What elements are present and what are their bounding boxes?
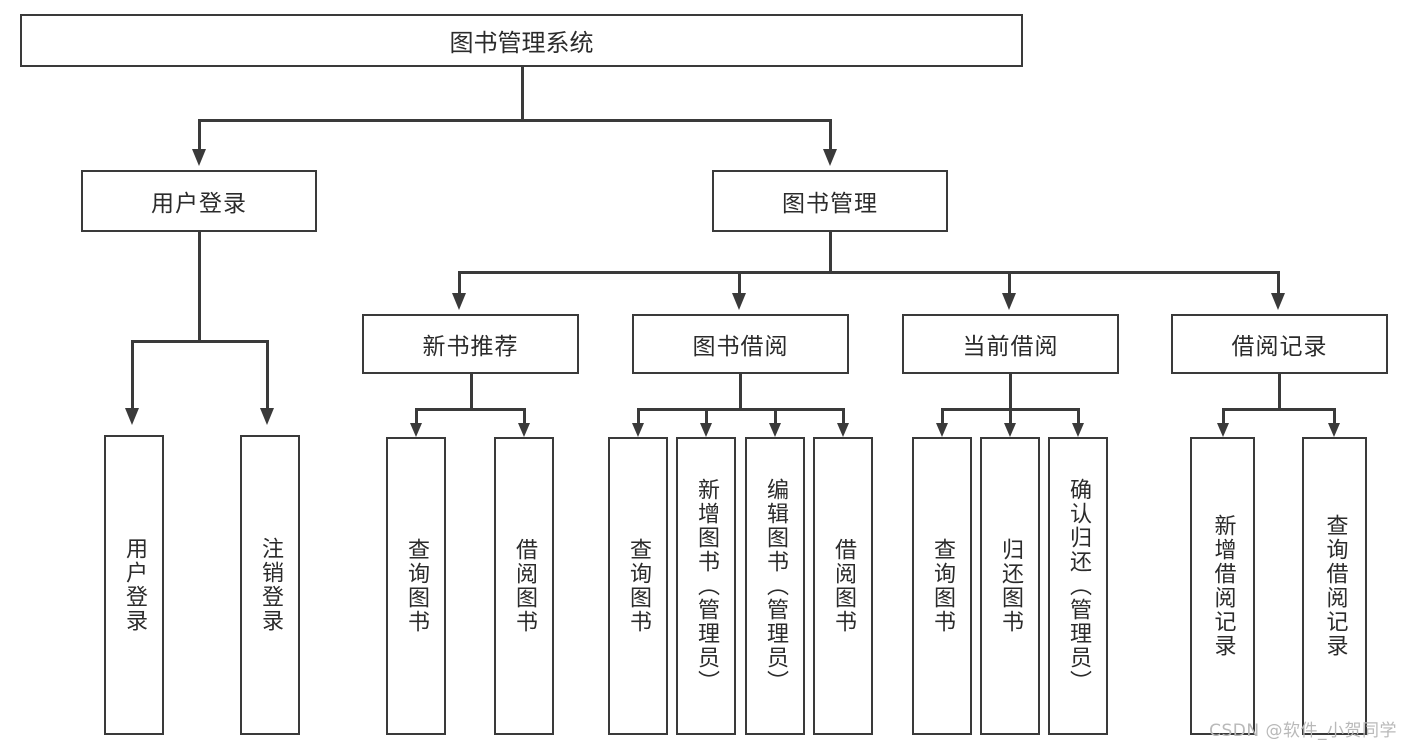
- watermark-text: CSDN @软件_小贺同学: [1209, 721, 1397, 741]
- node-root-system[interactable]: 图书管理系统: [20, 14, 1023, 67]
- leaf-user-logout[interactable]: 注销登录: [240, 435, 300, 735]
- leaf-label: 归还图书: [997, 538, 1023, 634]
- leaf-label: 注销登录: [257, 537, 283, 633]
- arrow-to-new-book-recommend: [452, 293, 466, 310]
- node-book-borrow[interactable]: 图书借阅: [632, 314, 849, 374]
- leaf-label: 查询图书: [625, 538, 651, 634]
- leaf-label: 新增借阅记录: [1210, 514, 1236, 658]
- arrow-to-bb-leaf-1: [632, 423, 644, 437]
- leaf-label: 借阅图书: [830, 538, 856, 634]
- arrow-to-br-leaf-2: [1328, 423, 1340, 437]
- connector-root-drop-left: [198, 119, 201, 149]
- node-label: 用户登录: [151, 191, 247, 217]
- arrow-to-current-borrow: [1002, 293, 1016, 310]
- connector-bm-drop-3: [1008, 271, 1011, 293]
- arrow-to-cb-leaf-1: [936, 423, 948, 437]
- connector-bm-drop-1: [458, 271, 461, 293]
- connector-bb-stem: [739, 374, 742, 410]
- leaf-label: 确认归还（管理员）: [1065, 478, 1091, 694]
- connector-bb-drop-3: [774, 408, 777, 426]
- arrow-to-cb-leaf-2: [1004, 423, 1016, 437]
- node-borrow-record[interactable]: 借阅记录: [1171, 314, 1388, 374]
- connector-book-management-bus: [458, 271, 1280, 274]
- connector-nbr-stem: [470, 374, 473, 410]
- arrow-to-nbr-leaf-2: [518, 423, 530, 437]
- node-new-book-recommend[interactable]: 新书推荐: [362, 314, 579, 374]
- connector-bb-drop-2: [705, 408, 708, 426]
- leaf-user-login[interactable]: 用户登录: [104, 435, 164, 735]
- leaf-bb-query-book[interactable]: 查询图书: [608, 437, 668, 735]
- leaf-nbr-query-book[interactable]: 查询图书: [386, 437, 446, 735]
- connector-nbr-drop-1: [415, 408, 418, 426]
- node-label: 新书推荐: [422, 334, 519, 360]
- node-label: 图书管理系统: [449, 29, 594, 57]
- connector-root-drop-right: [829, 119, 832, 149]
- connector-br-drop-1: [1222, 408, 1225, 426]
- connector-user-login-drop-2: [266, 340, 269, 408]
- node-user-login[interactable]: 用户登录: [81, 170, 317, 232]
- arrow-to-br-leaf-1: [1217, 423, 1229, 437]
- connector-user-login-drop-1: [131, 340, 134, 408]
- leaf-label: 借阅图书: [511, 538, 537, 634]
- leaf-nbr-borrow-book[interactable]: 借阅图书: [494, 437, 554, 735]
- leaf-bb-borrow-book[interactable]: 借阅图书: [813, 437, 873, 735]
- connector-cb-drop-3: [1077, 408, 1080, 426]
- connector-root-stem: [521, 67, 524, 121]
- arrow-to-book-borrow: [732, 293, 746, 310]
- node-label: 借阅记录: [1231, 334, 1328, 360]
- leaf-label: 查询借阅记录: [1322, 514, 1348, 658]
- node-book-management[interactable]: 图书管理: [712, 170, 948, 232]
- node-current-borrow[interactable]: 当前借阅: [902, 314, 1119, 374]
- connector-book-management-stem: [829, 232, 832, 273]
- arrow-to-cb-leaf-3: [1072, 423, 1084, 437]
- leaf-br-query-record[interactable]: 查询借阅记录: [1302, 437, 1367, 735]
- arrow-to-book-management: [823, 149, 837, 166]
- node-label: 当前借阅: [962, 334, 1059, 360]
- node-label: 图书管理: [782, 191, 878, 217]
- leaf-br-add-record[interactable]: 新增借阅记录: [1190, 437, 1255, 735]
- leaf-label: 用户登录: [121, 537, 147, 633]
- leaf-label: 新增图书（管理员）: [693, 478, 719, 694]
- arrow-to-bb-leaf-4: [837, 423, 849, 437]
- connector-bm-drop-2: [738, 271, 741, 293]
- connector-nbr-drop-2: [523, 408, 526, 426]
- arrow-to-user-login: [192, 149, 206, 166]
- arrow-to-nbr-leaf-1: [410, 423, 422, 437]
- arrow-to-logout-leaf: [260, 408, 274, 425]
- leaf-cb-query-book[interactable]: 查询图书: [912, 437, 972, 735]
- connector-br-drop-2: [1333, 408, 1336, 426]
- connector-nbr-bus: [415, 408, 526, 411]
- connector-bb-drop-4: [842, 408, 845, 426]
- connector-bm-drop-4: [1277, 271, 1280, 293]
- connector-bb-bus: [637, 408, 844, 411]
- leaf-bb-add-book-admin[interactable]: 新增图书（管理员）: [676, 437, 736, 735]
- leaf-label: 查询图书: [403, 538, 429, 634]
- connector-user-login-stem: [198, 232, 201, 342]
- leaf-cb-return-book[interactable]: 归还图书: [980, 437, 1040, 735]
- connector-root-bus: [198, 119, 832, 122]
- arrow-to-login-leaf: [125, 408, 139, 425]
- connector-cb-stem: [1009, 374, 1012, 410]
- arrow-to-bb-leaf-3: [769, 423, 781, 437]
- arrow-to-bb-leaf-2: [700, 423, 712, 437]
- connector-br-stem: [1278, 374, 1281, 410]
- arrow-to-borrow-record: [1271, 293, 1285, 310]
- leaf-label: 查询图书: [929, 538, 955, 634]
- connector-cb-drop-1: [941, 408, 944, 426]
- connector-br-bus: [1222, 408, 1335, 411]
- connector-user-login-bus: [131, 340, 268, 343]
- connector-cb-drop-2: [1009, 408, 1012, 426]
- leaf-bb-edit-book-admin[interactable]: 编辑图书（管理员）: [745, 437, 805, 735]
- leaf-label: 编辑图书（管理员）: [762, 478, 788, 694]
- node-label: 图书借阅: [692, 334, 789, 360]
- leaf-cb-confirm-return-admin[interactable]: 确认归还（管理员）: [1048, 437, 1108, 735]
- connector-bb-drop-1: [637, 408, 640, 426]
